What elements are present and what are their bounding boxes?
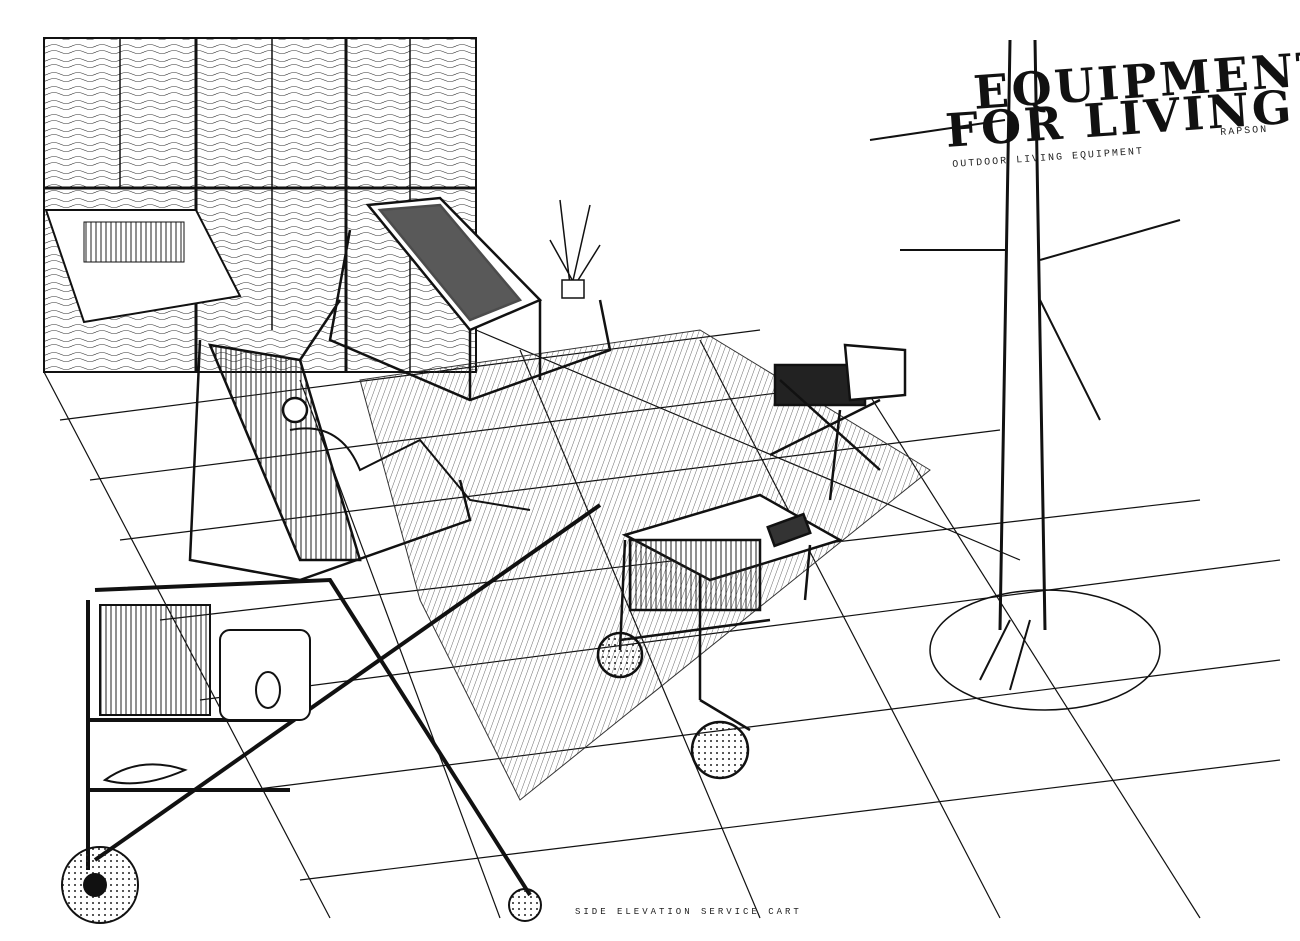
service-cart-perspective [596,493,844,780]
service-cart-side-elevation [61,503,602,924]
tree [869,39,1181,711]
folding-director-chair [769,343,907,501]
sling-lounge-chair [328,196,612,402]
drawing-caption: SIDE ELEVATION SERVICE CART [575,907,802,917]
potted-plant [549,199,601,299]
